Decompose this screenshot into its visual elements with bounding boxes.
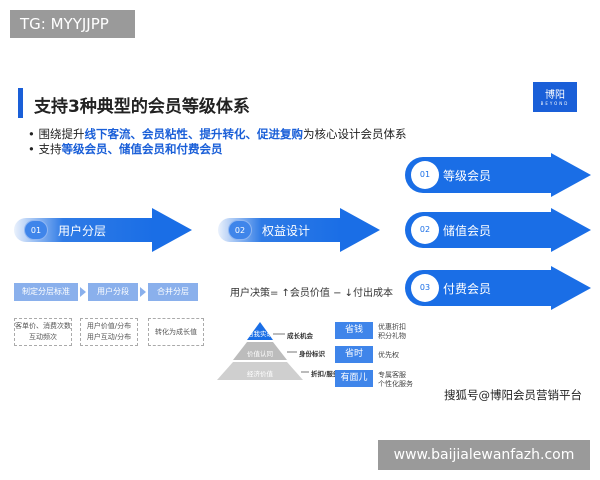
type-number: 03 <box>411 274 439 302</box>
decision-equation: 用户决策= ↑会员价值 − ↓付出成本 <box>230 288 394 299</box>
benefit-desc-2: 优先权 <box>378 351 399 360</box>
benefit-desc-1: 优惠折扣积分礼物 <box>378 323 406 341</box>
benefit-desc-3: 专属客服个性化服务 <box>378 371 413 389</box>
title-accent-bar <box>18 88 23 118</box>
bullet-text: 支持 <box>38 142 62 156</box>
detail-text: 用户价值/分布 <box>86 322 132 330</box>
detail-box-1: 客单价、消费次数互动频次 <box>14 318 72 346</box>
detail-box-3: 转化为成长值 <box>148 318 204 346</box>
arrow-right-icon <box>140 287 146 297</box>
step-label: 权益设计 <box>262 224 311 238</box>
pyramid-benefit-bottom: 折扣/服务 <box>311 370 340 378</box>
type-number: 01 <box>411 161 439 189</box>
desc-line: 积分礼物 <box>378 332 406 340</box>
benefit-tag-1: 省钱 <box>335 322 373 339</box>
step-box-2: 用户分段 <box>88 283 138 301</box>
type-arrow-2: 02 储值会员 <box>405 208 591 252</box>
bullet-highlight: 等级会员、储值会员和付费会员 <box>61 142 223 156</box>
desc-line: 个性化服务 <box>378 380 413 388</box>
bullet-text: 为核心设计会员体系 <box>302 127 407 141</box>
watermark-top: TG: MYYJJPP <box>10 10 135 38</box>
step-label: 用户分层 <box>58 224 107 238</box>
logo-sub: BEYOND <box>540 101 570 106</box>
step-box-3: 合并分层 <box>148 283 198 301</box>
pyramid-chart <box>217 322 309 380</box>
type-arrow-3: 03 付费会员 <box>405 266 591 310</box>
logo-text: 博阳 <box>545 90 565 101</box>
pyramid-top <box>247 322 273 340</box>
bullet-2: • 支持等级会员、储值会员和付费会员 <box>28 142 223 156</box>
pyramid-middle <box>233 342 287 360</box>
pyramid-label-bottom: 经济价值 <box>247 370 273 378</box>
pyramid-label-top: 自我实现 <box>247 330 273 338</box>
step-box-1: 制定分层标准 <box>14 283 78 301</box>
pyramid-benefit-top: 成长机会 <box>287 332 313 340</box>
type-label: 储值会员 <box>443 224 492 238</box>
bullet-highlight: 线下客流、会员粘性、提升转化、促进复购 <box>84 127 303 141</box>
detail-text: 转化为成长值 <box>155 327 197 336</box>
watermark-bottom: www.baijialewanfazh.com <box>378 440 590 470</box>
source-credit: 搜狐号@博阳会员营销平台 <box>444 388 582 402</box>
flow-arrow-2: 02 权益设计 <box>218 208 380 252</box>
desc-line: 优惠折扣 <box>378 323 406 331</box>
arrow-right-icon <box>80 287 86 297</box>
detail-box-2: 用户价值/分布用户互动/分布 <box>80 318 138 346</box>
flow-arrow-1: 01 用户分层 <box>14 208 192 252</box>
step-number: 01 <box>24 220 48 240</box>
type-label: 付费会员 <box>443 282 492 296</box>
type-number: 02 <box>411 216 439 244</box>
detail-text: 用户互动/分布 <box>86 333 132 341</box>
bullet-1: • 围绕提升线下客流、会员粘性、提升转化、促进复购为核心设计会员体系 <box>28 127 407 141</box>
detail-text: 客单价、消费次数 <box>15 322 71 330</box>
type-label: 等级会员 <box>443 169 492 183</box>
detail-text: 互动频次 <box>29 333 57 341</box>
benefit-tag-3: 有面儿 <box>335 370 373 387</box>
benefit-tag-2: 省时 <box>335 346 373 363</box>
desc-line: 优先权 <box>378 351 399 359</box>
step-number: 02 <box>228 220 252 240</box>
desc-line: 专属客服 <box>378 371 406 379</box>
bullet-text: 围绕提升 <box>38 127 85 141</box>
slide-title: 支持3种典型的会员等级体系 <box>34 97 250 117</box>
pyramid-bottom <box>217 362 303 380</box>
pyramid-label-middle: 价值认同 <box>247 350 273 358</box>
pyramid-benefit-middle: 身份标识 <box>299 350 325 358</box>
type-arrow-1: 01 等级会员 <box>405 153 591 197</box>
